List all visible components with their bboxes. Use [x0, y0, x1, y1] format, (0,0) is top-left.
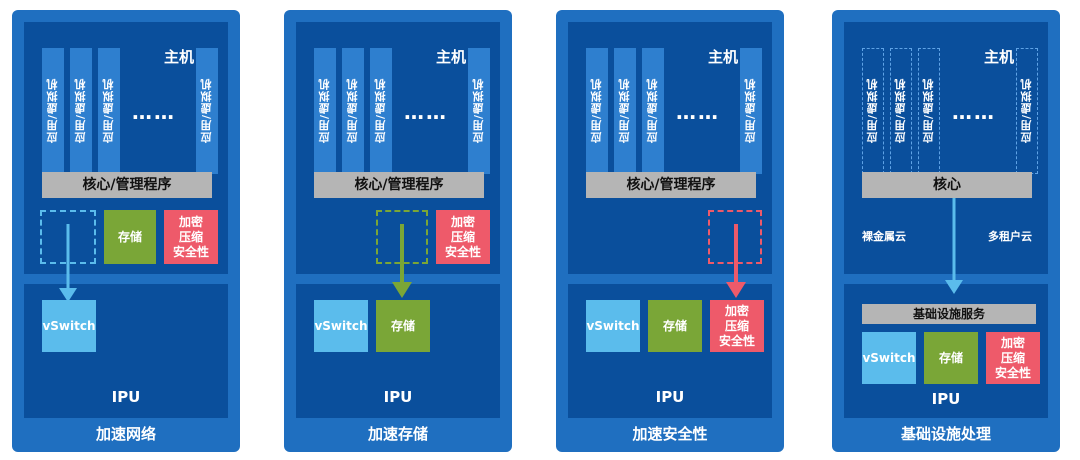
vm-box: 应用/虚拟机 [342, 48, 364, 174]
host-block: 主机 应用/虚拟机 应用/虚拟机 应用/虚拟机 …… 应用/虚拟机 核心 裸金属… [844, 22, 1048, 274]
host-block: 主机 应用/虚拟机 应用/虚拟机 应用/虚拟机 …… 应用/虚拟机 核心/管理程… [568, 22, 772, 274]
arrow-down [726, 224, 746, 298]
host-title: 主机 [163, 48, 194, 66]
vswitch-box: vSwitch [862, 332, 916, 384]
vm-box: 应用/虚拟机 [70, 48, 92, 174]
panel-accelerated-network: 主机 应用/虚拟机 应用/虚拟机 应用/虚拟机 …… 应用/虚拟机 核心/管理程… [12, 10, 240, 452]
panel-accelerated-storage: 主机 应用/虚拟机 应用/虚拟机 应用/虚拟机 …… 应用/虚拟机 核心/管理程… [284, 10, 512, 452]
panel-accelerated-security: 主机 应用/虚拟机 应用/虚拟机 应用/虚拟机 …… 应用/虚拟机 核心/管理程… [556, 10, 784, 452]
vm-box: 应用/虚拟机 [586, 48, 608, 174]
ipu-label: IPU [931, 390, 961, 408]
vm-box: 应用/虚拟机 [196, 48, 218, 174]
vswitch-box: vSwitch [42, 300, 96, 352]
crypto-box: 加密 压缩 安全性 [986, 332, 1040, 384]
ipu-label: IPU [655, 388, 685, 406]
vswitch-box: vSwitch [314, 300, 368, 352]
infrastructure-services-bar: 基础设施服务 [862, 304, 1036, 324]
arrow-down [392, 224, 412, 298]
storage-box: 存储 [648, 300, 702, 352]
crypto-box: 加密 压缩 安全性 [164, 210, 218, 264]
host-block: 主机 应用/虚拟机 应用/虚拟机 应用/虚拟机 …… 应用/虚拟机 核心/管理程… [296, 22, 500, 274]
crypto-box: 加密 压缩 安全性 [436, 210, 490, 264]
bare-metal-cloud-label: 裸金属云 [862, 230, 906, 243]
storage-box: 存储 [104, 210, 156, 264]
vm-box: 应用/虚拟机 [370, 48, 392, 174]
vswitch-box: vSwitch [586, 300, 640, 352]
panel-infrastructure-processing: 主机 应用/虚拟机 应用/虚拟机 应用/虚拟机 …… 应用/虚拟机 核心 裸金属… [832, 10, 1060, 452]
hypervisor-bar: 核心/管理程序 [314, 172, 484, 198]
crypto-box: 加密 压缩 安全性 [710, 300, 764, 352]
hypervisor-bar: 核心/管理程序 [42, 172, 212, 198]
hypervisor-bar: 核心/管理程序 [586, 172, 756, 198]
panel-caption: 加速安全性 [632, 425, 708, 443]
host-title: 主机 [435, 48, 466, 66]
vm-box: 应用/虚拟机 [314, 48, 336, 174]
ipu-label: IPU [383, 388, 413, 406]
multi-tenant-cloud-label: 多租户云 [988, 230, 1032, 243]
ellipsis: …… [132, 100, 176, 124]
panel-caption: 基础设施处理 [900, 425, 991, 443]
ellipsis: …… [676, 100, 720, 124]
vm-box: 应用/虚拟机 [98, 48, 120, 174]
host-title: 主机 [707, 48, 738, 66]
vm-box: 应用/虚拟机 [740, 48, 762, 174]
vm-box: 应用/虚拟机 [614, 48, 636, 174]
panel-caption: 加速存储 [367, 425, 428, 443]
ellipsis: …… [404, 100, 448, 124]
ipu-block: 基础设施服务 vSwitch 存储 加密 压缩 安全性 IPU [844, 284, 1048, 418]
vm-box: 应用/虚拟机 [42, 48, 64, 174]
ellipsis: …… [952, 100, 996, 124]
vm-box: 应用/虚拟机 [468, 48, 490, 174]
ipu-block: vSwitch 存储 加密 压缩 安全性 IPU [568, 284, 772, 418]
host-title: 主机 [983, 48, 1014, 66]
arrow-down [59, 224, 77, 302]
ipu-block: vSwitch 存储 IPU [296, 284, 500, 418]
host-block: 主机 应用/虚拟机 应用/虚拟机 应用/虚拟机 …… 应用/虚拟机 核心/管理程… [24, 22, 228, 274]
ipu-label: IPU [111, 388, 141, 406]
ipu-block: vSwitch IPU [24, 284, 228, 418]
vm-box: 应用/虚拟机 [642, 48, 664, 174]
storage-box: 存储 [376, 300, 430, 352]
panel-caption: 加速网络 [95, 425, 156, 443]
arrow-down [945, 198, 963, 294]
kernel-bar: 核心 [862, 172, 1032, 198]
storage-box: 存储 [924, 332, 978, 384]
